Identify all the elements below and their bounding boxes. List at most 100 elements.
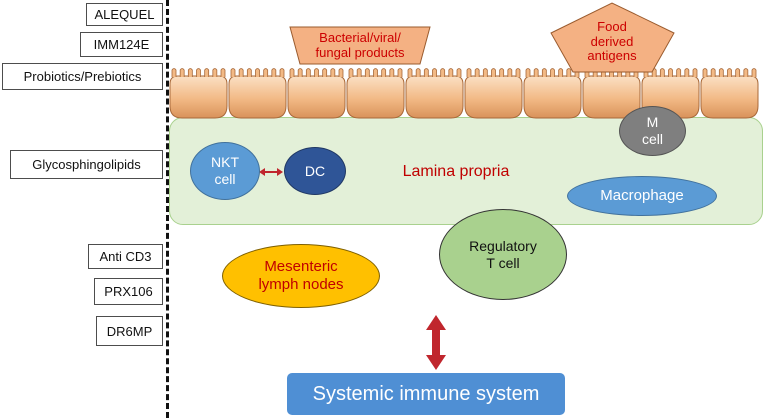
- microvillus: [718, 68, 724, 77]
- microvillus: [456, 68, 462, 77]
- microvillus: [533, 68, 539, 77]
- label-alequel: ALEQUEL: [86, 3, 163, 26]
- food-antigen-shape: [550, 2, 675, 73]
- microvillus: [179, 68, 185, 77]
- microvillus: [330, 68, 336, 77]
- nkt-label-line-2: cell: [214, 171, 236, 187]
- vertical-double-arrow: [426, 315, 446, 370]
- label-prx106: PRX106: [94, 278, 163, 305]
- microvillus: [381, 68, 387, 77]
- regulatory-t-cell: Regulatory T cell: [439, 209, 567, 300]
- bacterial-label-line-1: Bacterial/viral/: [319, 29, 401, 45]
- microvillus: [407, 68, 413, 77]
- microvillus: [305, 68, 311, 77]
- dc-label: DC: [304, 162, 326, 179]
- microvillus: [507, 68, 513, 77]
- bacterial-label-line-2: fungal products: [315, 44, 405, 60]
- label-imm124e: IMM124E: [80, 32, 163, 57]
- microvillus: [171, 68, 177, 77]
- nkt-cell: NKT cell: [190, 142, 260, 200]
- microvillus: [220, 68, 226, 77]
- epithelial-cell: [405, 75, 464, 119]
- microvillus: [743, 68, 749, 77]
- epithelial-cell: [523, 75, 582, 119]
- nkt-dc-arrow: [259, 168, 283, 176]
- m-cell-label-line-1: M: [646, 114, 659, 131]
- microvillus: [499, 68, 505, 77]
- microvillus: [246, 68, 252, 77]
- m-cell: M cell: [619, 106, 686, 156]
- dashed-divider: [166, 0, 169, 418]
- microvillus: [289, 68, 295, 77]
- microvillus: [550, 68, 555, 77]
- microvillus: [668, 68, 673, 77]
- microvillus: [389, 68, 395, 77]
- epithelial-cell: [228, 75, 287, 119]
- systemic-immune-system-box: Systemic immune system: [287, 373, 565, 415]
- microvillus: [684, 68, 690, 77]
- microvillus: [474, 68, 480, 77]
- microvillus: [491, 68, 496, 77]
- microvillus: [338, 68, 344, 77]
- dendritic-cell: DC: [284, 147, 346, 195]
- microvillus: [373, 68, 378, 77]
- epithelial-cell: [169, 75, 228, 119]
- food-label-line-3: antigens: [587, 48, 637, 64]
- microvillus: [314, 68, 319, 77]
- food-antigen-label: Food derived antigens: [572, 13, 652, 71]
- microvillus: [322, 68, 328, 77]
- mesenteric-label-line-2: lymph nodes: [258, 276, 344, 293]
- microvillus: [448, 68, 454, 77]
- microvillus: [212, 68, 218, 77]
- food-label-line-2: derived: [590, 33, 634, 49]
- microvillus: [356, 68, 362, 77]
- microvillus: [676, 68, 682, 77]
- microvillus: [255, 68, 260, 77]
- microvillus: [348, 68, 354, 77]
- bacterial-antigen-label: Bacterial/viral/ fungal products: [292, 27, 428, 64]
- microvillus: [751, 68, 757, 77]
- microvillus: [440, 68, 446, 77]
- microvillus: [692, 68, 698, 77]
- microvillus: [230, 68, 236, 77]
- regulatory-label-line-1: Regulatory: [469, 237, 537, 254]
- microvillus: [204, 68, 210, 77]
- epithelial-cell: [700, 75, 759, 119]
- microvillus: [466, 68, 472, 77]
- epithelial-cell: [287, 75, 346, 119]
- bacterial-antigen-shape: [289, 26, 431, 65]
- microvillus: [423, 68, 429, 77]
- microvillus: [415, 68, 421, 77]
- label-dr6mp: DR6MP: [96, 316, 163, 346]
- microvillus: [271, 68, 277, 77]
- microvillus: [558, 68, 564, 77]
- microvillus: [482, 68, 488, 77]
- microvillus: [196, 68, 201, 77]
- microvillus: [297, 68, 303, 77]
- microvillus: [279, 68, 285, 77]
- microvillus: [710, 68, 716, 77]
- epithelium-layer: [169, 68, 759, 119]
- microvillus: [397, 68, 403, 77]
- epithelial-cell: [464, 75, 523, 119]
- microvillus: [187, 68, 193, 77]
- microvillus: [525, 68, 531, 77]
- microvillus: [735, 68, 741, 77]
- microvillus: [364, 68, 370, 77]
- microvillus: [566, 68, 572, 77]
- mesenteric-label-line-1: Mesenteric: [264, 258, 338, 275]
- epithelial-cell: [346, 75, 405, 119]
- food-label-line-1: Food: [597, 18, 627, 34]
- label-glycosphingolipids: Glycosphingolipids: [10, 150, 163, 179]
- microvillus: [515, 68, 521, 77]
- m-cell-label-line-2: cell: [641, 131, 663, 147]
- microvillus: [702, 68, 708, 77]
- label-probiotics-prebiotics: Probiotics/Prebiotics: [2, 63, 163, 90]
- microvillus: [727, 68, 732, 77]
- macrophage-label: Macrophage: [600, 187, 684, 204]
- macrophage: Macrophage: [567, 176, 717, 216]
- nkt-label-line-1: NKT: [211, 154, 239, 171]
- lamina-propria-label: Lamina propria: [402, 162, 510, 180]
- microvillus: [263, 68, 269, 77]
